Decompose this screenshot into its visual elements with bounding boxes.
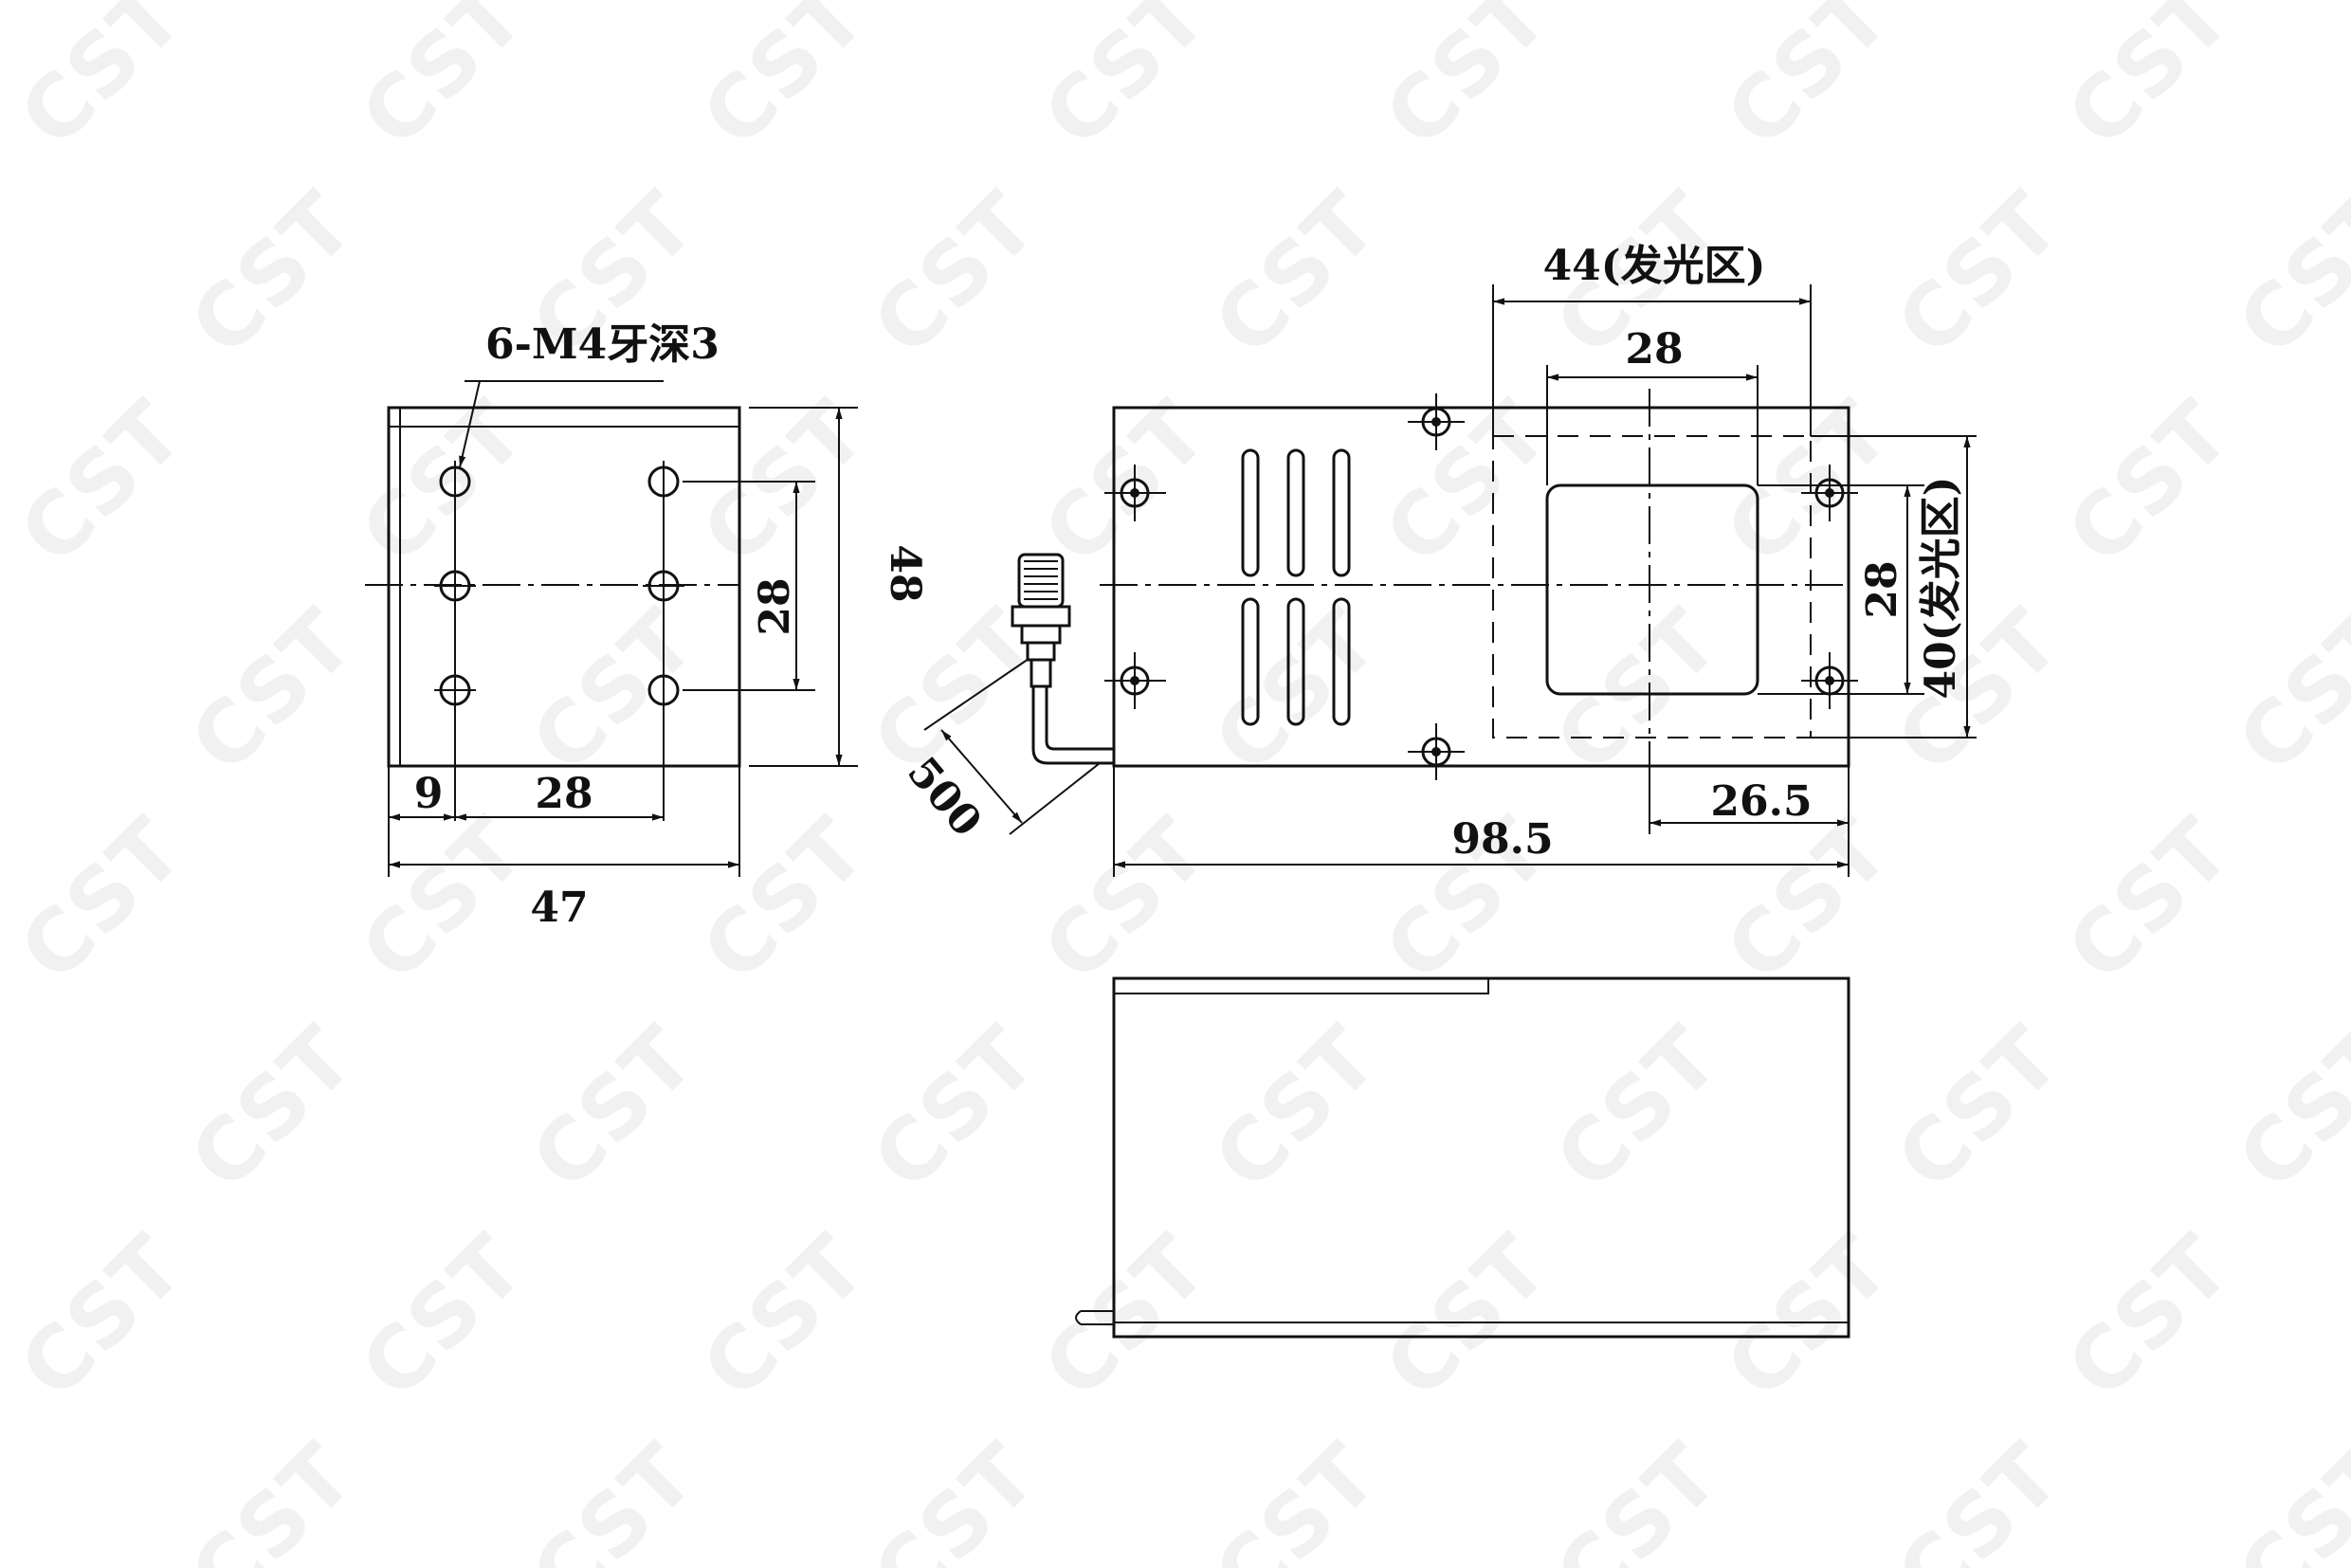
- dim-length: 98.5: [1451, 815, 1553, 864]
- watermark-text: CST: [342, 1217, 542, 1417]
- watermark-text: CST: [1, 1217, 201, 1417]
- front-outline: [387, 406, 741, 768]
- side-view: [1075, 976, 1850, 1339]
- top-view: 44(发光区) 28 28 40(发光区) 26.5 98.5: [898, 242, 1977, 877]
- watermark-text: CST: [172, 1009, 372, 1209]
- screw-holes: [1104, 393, 1858, 780]
- watermark-text: CST: [683, 383, 884, 583]
- top-outline: [1112, 406, 1850, 768]
- watermark-text: CST: [2049, 800, 2249, 1000]
- watermark-text: CST: [2219, 592, 2351, 792]
- watermark-text: CST: [1878, 174, 2078, 374]
- watermark-text: CST: [342, 383, 542, 583]
- watermark-text: CST: [1707, 383, 1907, 583]
- cable-connector: [1011, 553, 1114, 765]
- watermark-text: CST: [1878, 1426, 2078, 1568]
- watermark-text: CST: [1025, 1217, 1225, 1417]
- watermark-text: CST: [1878, 592, 2078, 792]
- watermark-text: CST: [1366, 383, 1566, 583]
- front-view: 6-M4牙深3 28 48 9 28 47: [365, 320, 929, 932]
- watermark-text: CST: [172, 592, 372, 792]
- watermark-text: CST: [683, 800, 884, 1000]
- watermark-text: CST: [1195, 592, 1395, 792]
- watermark-text: CST: [1878, 1009, 2078, 1209]
- dim-emit-width: 44(发光区): [1543, 242, 1766, 290]
- watermark-text: CST: [683, 1217, 884, 1417]
- dim-inner-width: 28: [1625, 325, 1683, 374]
- watermark-text: CST: [1537, 1009, 1737, 1209]
- watermark-text: CST: [854, 592, 1054, 792]
- watermark-text: CST: [1366, 1217, 1566, 1417]
- dim-hole-spacing-h: 28: [535, 770, 592, 818]
- watermark-text: CST: [1025, 800, 1225, 1000]
- watermark-text: CST: [513, 592, 713, 792]
- watermark-text: CST: [1707, 1217, 1907, 1417]
- watermark-text: CST: [1025, 0, 1225, 167]
- watermark-text: CST: [683, 0, 884, 167]
- watermark-text: CST: [172, 174, 372, 374]
- dim-emit-height: 40(发光区): [1917, 477, 1965, 700]
- vent-slots: [1241, 448, 1351, 726]
- watermark-text: CST: [1707, 800, 1907, 1000]
- watermark-text: CST: [854, 1009, 1054, 1209]
- watermark-text: CST: [2219, 1426, 2351, 1568]
- emitting-area-outline: [1492, 435, 1812, 738]
- dim-height: 48: [881, 544, 929, 602]
- watermark-text: CST: [1707, 0, 1907, 167]
- watermark-text: CST: [2219, 1009, 2351, 1209]
- mounting-holes: [434, 461, 684, 821]
- watermark-text: CST: [1195, 1009, 1395, 1209]
- watermark-text: CST: [1195, 174, 1395, 374]
- watermark-text: CST: [342, 0, 542, 167]
- dim-offset-right: 26.5: [1710, 777, 1812, 826]
- watermark-text: CST: [513, 1426, 713, 1568]
- dim-width: 47: [530, 884, 588, 932]
- watermark-text: CST: [1537, 1426, 1737, 1568]
- watermark-text: CST: [1, 0, 201, 167]
- watermark-text: CST: [854, 174, 1054, 374]
- watermark-text: CST: [854, 1426, 1054, 1568]
- watermark-text: CST: [172, 1426, 372, 1568]
- watermark-text: CST: [1537, 592, 1737, 792]
- watermark-text: CST: [513, 1009, 713, 1209]
- dim-edge-offset: 9: [414, 770, 444, 818]
- watermark-text: CST: [1, 383, 201, 583]
- dim-line-cable: [940, 729, 1023, 824]
- watermark-text: CST: [2049, 383, 2249, 583]
- watermark-text: CST: [2049, 1217, 2249, 1417]
- side-outline: [1112, 976, 1850, 1339]
- watermark-text: CST: [2049, 0, 2249, 167]
- watermark-text: CST: [1, 800, 201, 1000]
- emitting-window: [1545, 483, 1759, 696]
- dim-hole-spacing-v: 28: [751, 577, 799, 635]
- watermark-text: CST: [342, 800, 542, 1000]
- hole-thread-note: 6-M4牙深3: [485, 320, 720, 369]
- dim-inner-height: 28: [1858, 560, 1906, 618]
- watermark-text: CST: [2219, 174, 2351, 374]
- watermark-text: CST: [1195, 1426, 1395, 1568]
- watermark-text: CST: [1366, 0, 1566, 167]
